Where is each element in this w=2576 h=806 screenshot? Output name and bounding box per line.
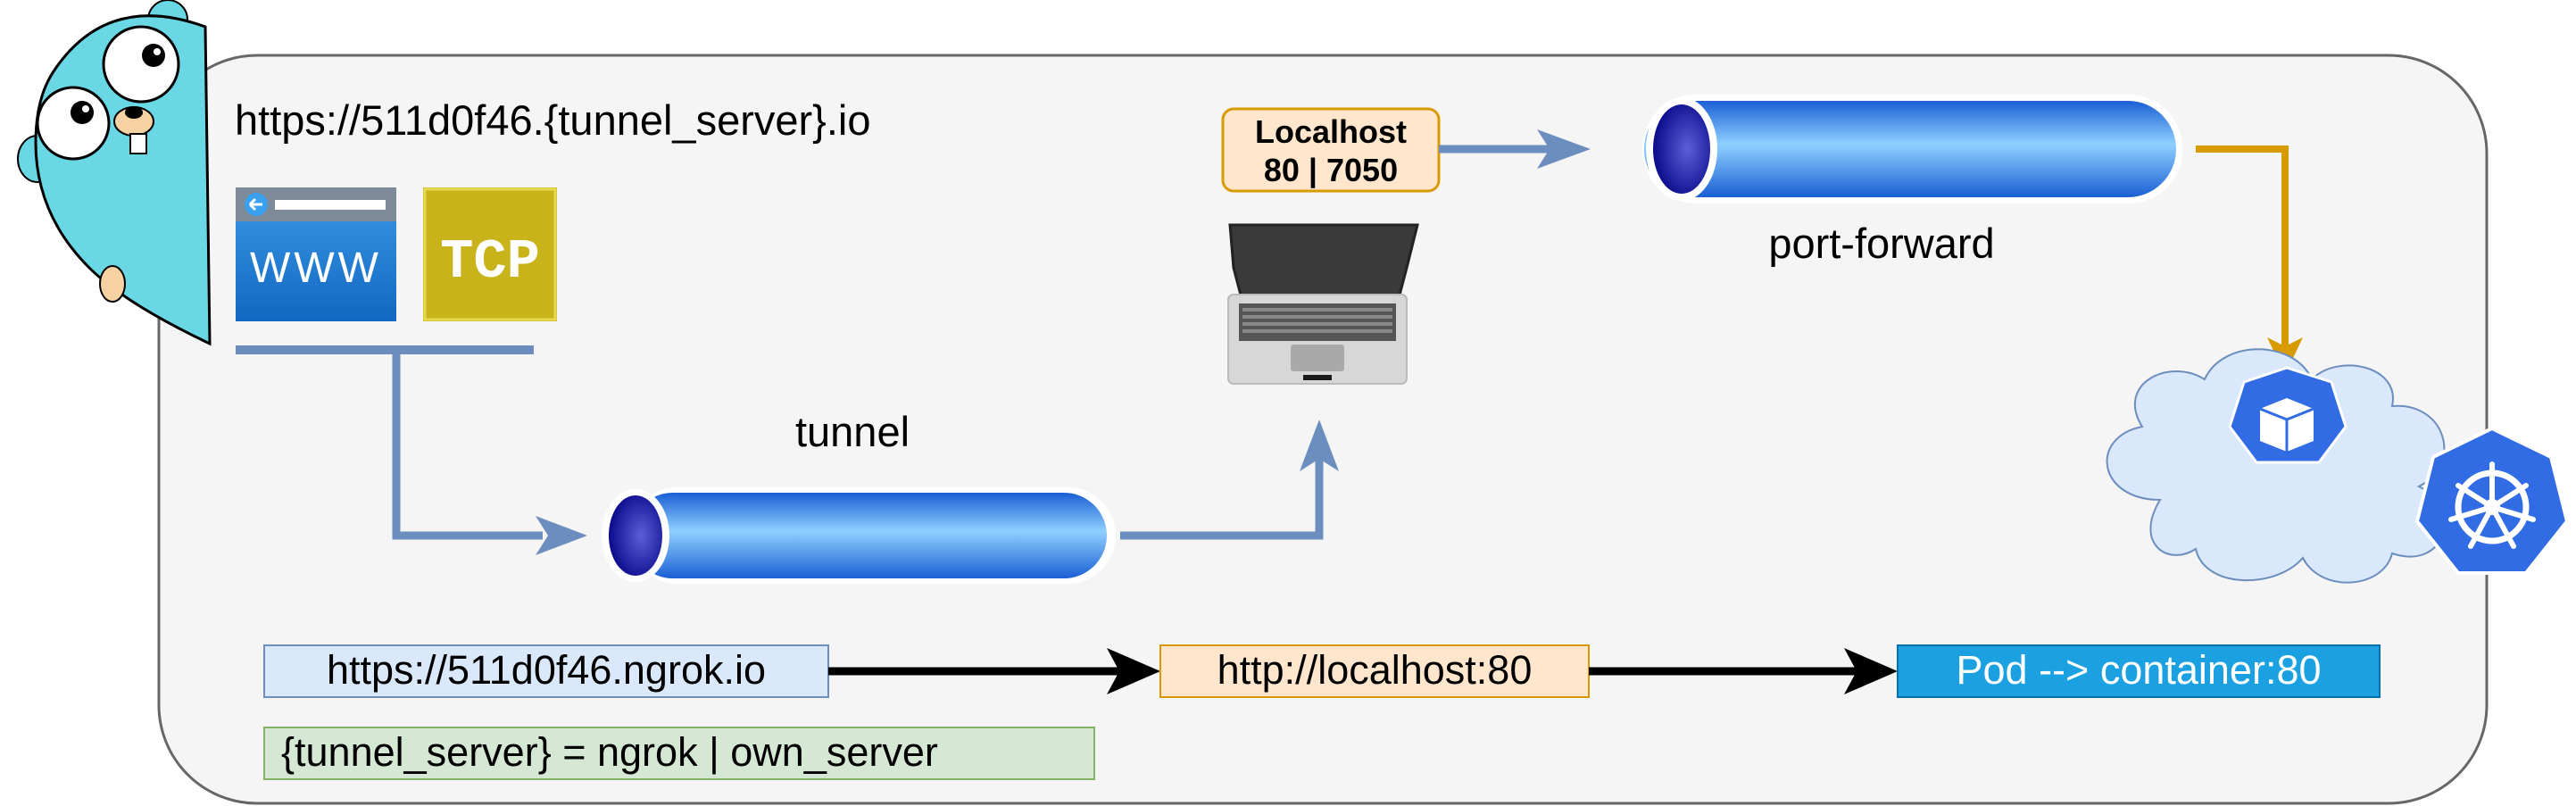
- cluster-cloud-icon: [2106, 348, 2446, 584]
- flow-arrowhead-2: [1844, 648, 1898, 694]
- www-browser-icon: WWW: [236, 187, 396, 321]
- gopher-mascot-icon: [17, 0, 212, 346]
- tunnel-to-laptop-connector: [1120, 455, 1324, 540]
- cube-icon: [2228, 366, 2347, 464]
- pod-target-box: Pod --> container:80: [1897, 644, 2381, 698]
- laptop-icon: [1227, 223, 1419, 385]
- tunnel-url-label: https://511d0f46.{tunnel_server}.io: [235, 96, 870, 144]
- port-forward-label: port-forward: [1768, 220, 1994, 267]
- ngrok-url-text: https://511d0f46.ngrok.io: [327, 647, 766, 693]
- localhost-url-text: http://localhost:80: [1217, 647, 1533, 693]
- localhost-to-portforward-arrowhead: [1537, 129, 1591, 169]
- kubernetes-icon: [2414, 426, 2570, 575]
- source-to-tunnel-arrowhead: [536, 516, 587, 555]
- pod-target-text: Pod --> container:80: [1957, 647, 2322, 693]
- www-icon-label: WWW: [250, 245, 382, 292]
- flow-arrowhead-1: [1107, 648, 1160, 694]
- localhost-box: Localhost 80 | 7050: [1221, 107, 1441, 193]
- localhost-box-line2: 80 | 7050: [1264, 152, 1398, 189]
- tcp-icon-label: TCP: [440, 230, 540, 294]
- portforward-to-cluster-connector: [2196, 145, 2289, 348]
- tcp-icon: TCP: [423, 187, 557, 321]
- port-forward-pipe-icon: [1642, 95, 2182, 204]
- tunnel-label: tunnel: [795, 408, 910, 455]
- legend-box: {tunnel_server} = ngrok | own_server: [263, 727, 1095, 780]
- localhost-url-box: http://localhost:80: [1159, 644, 1590, 698]
- tunnel-pipe-icon: [602, 487, 1116, 584]
- source-to-tunnel-connector: [392, 350, 543, 540]
- legend-text: {tunnel_server} = ngrok | own_server: [281, 729, 938, 775]
- localhost-box-line1: Localhost: [1255, 113, 1407, 150]
- ngrok-url-box: https://511d0f46.ngrok.io: [263, 644, 829, 698]
- tunnel-to-laptop-arrowhead: [1300, 420, 1339, 471]
